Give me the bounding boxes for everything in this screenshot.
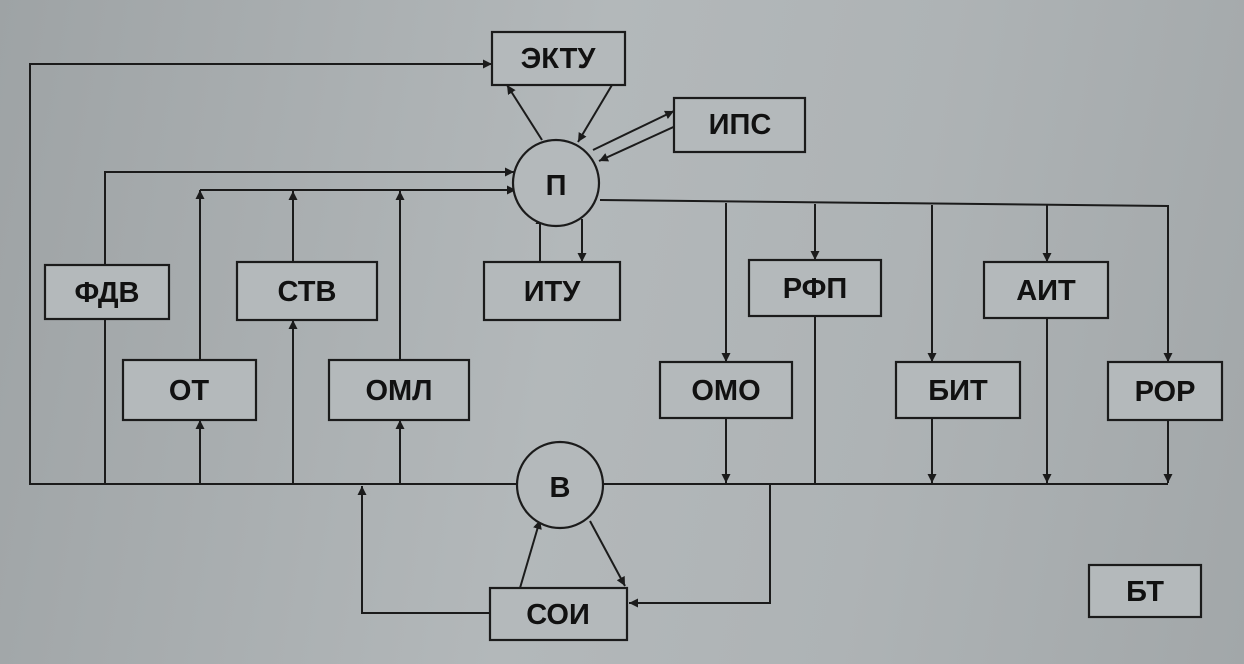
edge-soi-to-v [519,519,542,589]
node-ait: АИТ [982,260,1110,320]
node-oml: ОМЛ [327,358,471,422]
node-ait-label: АИТ [1016,275,1076,307]
node-ot-label: ОТ [169,375,210,407]
node-soi: СОИ [488,586,629,642]
edge-p-to-ips [592,110,675,151]
node-v-label: В [550,472,571,504]
node-p-label: П [546,170,567,202]
node-fdv-label: ФДВ [75,277,140,309]
node-oml-label: ОМЛ [365,375,432,407]
node-bit-label: БИТ [928,375,988,407]
node-stv-label: СТВ [278,276,337,308]
edge-p-to-ektu [506,84,543,141]
edge-bus-to-soi [629,484,771,608]
node-omo-label: ОМО [691,375,760,407]
node-p: П [511,138,601,228]
node-soi-label: СОИ [526,599,590,631]
node-ektu: ЭКТУ [490,30,627,87]
node-ror: РОР [1106,360,1224,422]
node-rfp-label: РФП [783,273,848,305]
edge-soi-to-bus [357,486,490,614]
edge-fdv-to-p [104,167,514,265]
node-fdv: ФДВ [43,263,171,321]
edge-ips-to-p [598,123,681,162]
edge-p-output-bus [599,199,1173,362]
node-bit: БИТ [894,360,1022,420]
node-stv: СТВ [235,260,379,322]
node-ektu-label: ЭКТУ [521,43,597,75]
node-ot: ОТ [121,358,258,422]
node-bt: БТ [1087,563,1203,619]
edge-v-to-soi [589,520,626,587]
node-bt-label: БТ [1126,576,1164,608]
connectors [29,59,1173,614]
node-itu-label: ИТУ [524,276,582,308]
node-itu: ИТУ [482,260,622,322]
node-omo: ОМО [658,360,794,420]
node-v: В [515,440,605,530]
node-ror-label: РОР [1135,376,1196,408]
node-ips-label: ИПС [709,109,772,141]
node-ips: ИПС [672,96,807,154]
edge-v-to-ektu [29,59,517,485]
edge-ektu-to-p [577,84,613,143]
node-rfp: РФП [747,258,883,318]
